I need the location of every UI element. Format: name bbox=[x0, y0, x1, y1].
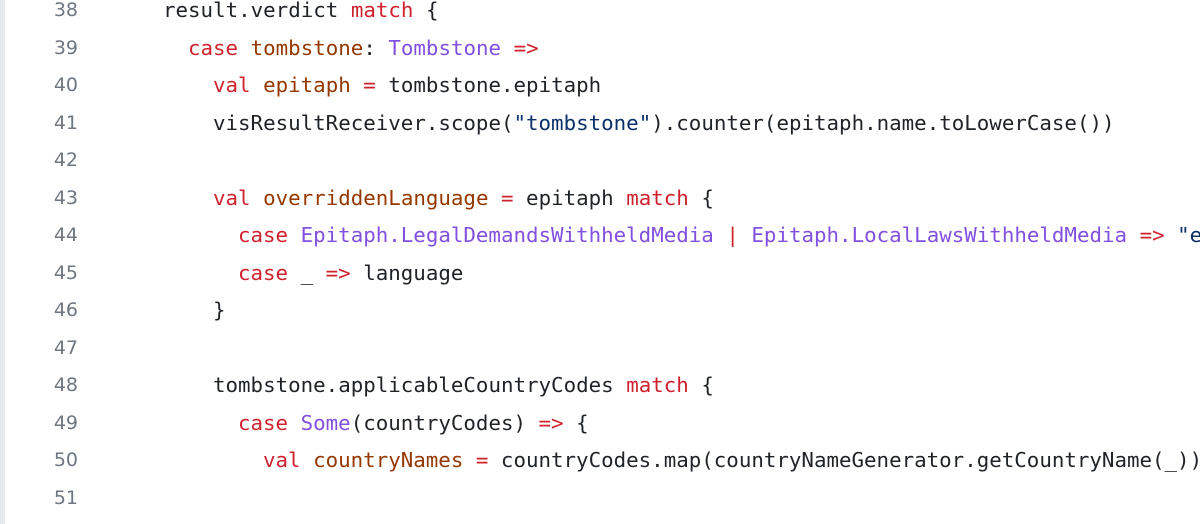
code-line: 51 bbox=[0, 480, 1200, 518]
code-token: val bbox=[213, 73, 251, 97]
code-token bbox=[463, 448, 476, 472]
line-number[interactable]: 45 bbox=[53, 261, 78, 284]
code-token: { bbox=[688, 185, 714, 210]
code-token: = bbox=[363, 73, 376, 97]
code-token bbox=[1165, 223, 1178, 247]
code-token: result.verdict bbox=[163, 0, 351, 22]
code-text: result.verdict match { bbox=[163, 0, 438, 30]
code-token: _ bbox=[288, 260, 326, 285]
code-text: val overriddenLanguage = epitaph match { bbox=[213, 180, 714, 218]
code-token bbox=[488, 186, 501, 210]
code-token: (countryCodes) bbox=[350, 410, 539, 435]
code-token: Tombstone bbox=[388, 35, 502, 60]
code-line: 43 val overriddenLanguage = epitaph match… bbox=[0, 180, 1200, 218]
code-token bbox=[251, 186, 264, 210]
code-token: tombstone.epitaph bbox=[375, 73, 602, 97]
code-token: } bbox=[213, 298, 226, 322]
code-text: val epitaph = tombstone.epitaph bbox=[213, 67, 601, 105]
line-number[interactable]: 47 bbox=[53, 336, 78, 359]
line-number[interactable]: 46 bbox=[53, 299, 78, 321]
code-text: tombstone.applicableCountryCodes match { bbox=[213, 367, 714, 405]
code-line: 40 val epitaph = tombstone.epitaph bbox=[0, 67, 1200, 105]
code-token: = bbox=[501, 185, 514, 210]
code-token: => bbox=[1139, 223, 1165, 247]
line-number[interactable]: 44 bbox=[53, 224, 78, 246]
code-token: ).counter(epitaph.name.toLowerCase()) bbox=[651, 110, 1115, 135]
code-token: visResultReceiver.scope( bbox=[213, 110, 514, 135]
code-line: 49 case Some(countryCodes) => { bbox=[0, 405, 1200, 443]
line-number[interactable]: 43 bbox=[53, 186, 78, 209]
code-token: | bbox=[726, 223, 739, 247]
code-text: val countryNames = countryCodes.map(coun… bbox=[263, 442, 1200, 480]
code-text: } bbox=[213, 292, 226, 330]
code-token: epitaph bbox=[263, 73, 351, 97]
line-number[interactable]: 42 bbox=[53, 149, 78, 171]
code-line: 46} bbox=[0, 292, 1200, 330]
code-text: case _ => language bbox=[238, 255, 463, 293]
code-text: visResultReceiver.scope("tombstone").cou… bbox=[213, 105, 1115, 143]
line-number[interactable]: 40 bbox=[53, 74, 78, 96]
line-number[interactable]: 49 bbox=[53, 411, 78, 434]
code-token bbox=[288, 411, 301, 435]
code-token: "en" bbox=[1177, 223, 1200, 247]
code-token: match bbox=[350, 0, 414, 22]
line-number[interactable]: 39 bbox=[53, 36, 78, 59]
code-token: val bbox=[213, 185, 251, 210]
code-token bbox=[301, 448, 314, 472]
code-token: { bbox=[688, 373, 714, 397]
code-token: Some bbox=[300, 410, 351, 435]
code-line: 47 bbox=[0, 330, 1200, 368]
code-token bbox=[714, 223, 727, 247]
line-number[interactable]: 41 bbox=[53, 111, 78, 134]
code-token: val bbox=[263, 448, 301, 472]
code-token: "tombstone" bbox=[513, 110, 652, 135]
code-token: Epitaph.LegalDemandsWithheldMedia bbox=[300, 223, 714, 247]
code-line: 42 bbox=[0, 142, 1200, 180]
code-token: = bbox=[475, 448, 489, 472]
code-token bbox=[501, 36, 514, 60]
code-token bbox=[1127, 223, 1140, 247]
code-token: { bbox=[563, 410, 589, 435]
code-token: epitaph bbox=[513, 185, 627, 210]
line-number[interactable]: 48 bbox=[53, 374, 78, 396]
code-token bbox=[288, 223, 301, 247]
code-token: => bbox=[325, 260, 351, 285]
code-line: 48 tombstone.applicableCountryCodes match… bbox=[0, 367, 1200, 405]
code-token bbox=[251, 73, 264, 97]
gutter-edge bbox=[0, 0, 5, 524]
code-token: case bbox=[238, 410, 289, 435]
code-line: 41 visResultReceiver.scope("tombstone").c… bbox=[0, 105, 1200, 143]
code-token: case bbox=[188, 35, 239, 60]
code-token: Epitaph.LocalLawsWithheldMedia bbox=[751, 223, 1128, 247]
code-text: case Some(countryCodes) => { bbox=[238, 405, 589, 443]
line-number[interactable]: 38 bbox=[53, 0, 78, 21]
code-token: tombstone.applicableCountryCodes bbox=[213, 373, 627, 397]
code-token: match bbox=[626, 185, 689, 210]
line-number[interactable]: 51 bbox=[53, 486, 78, 509]
code-token bbox=[739, 223, 752, 247]
code-token: => bbox=[513, 35, 539, 60]
code-token: case bbox=[238, 260, 289, 285]
code-token bbox=[351, 73, 364, 97]
code-line: 44 case Epitaph.LegalDemandsWithheldMedia… bbox=[0, 217, 1200, 255]
code-line: 39 case tombstone: Tombstone => bbox=[0, 30, 1200, 68]
line-number[interactable]: 50 bbox=[53, 449, 78, 471]
code-token: overriddenLanguage bbox=[263, 185, 489, 210]
code-token bbox=[238, 36, 251, 60]
code-token: : bbox=[363, 35, 389, 60]
code-line: 45 case _ => language bbox=[0, 255, 1200, 293]
code-token: { bbox=[413, 0, 439, 22]
code-token: => bbox=[538, 410, 564, 435]
code-line: 38 result.verdict match { bbox=[0, 0, 1200, 30]
code-text: case Epitaph.LegalDemandsWithheldMedia |… bbox=[238, 217, 1200, 255]
code-token: countryCodes.map(countryNameGenerator.ge… bbox=[488, 448, 1200, 472]
code-token: countryNames bbox=[313, 448, 464, 472]
code-token: language bbox=[350, 260, 464, 285]
code-token: tombstone bbox=[250, 35, 364, 60]
code-token: match bbox=[626, 373, 689, 397]
code-token: case bbox=[238, 223, 289, 247]
code-line: 50 val countryNames = countryCodes.map(co… bbox=[0, 442, 1200, 480]
code-text: case tombstone: Tombstone => bbox=[188, 30, 539, 68]
